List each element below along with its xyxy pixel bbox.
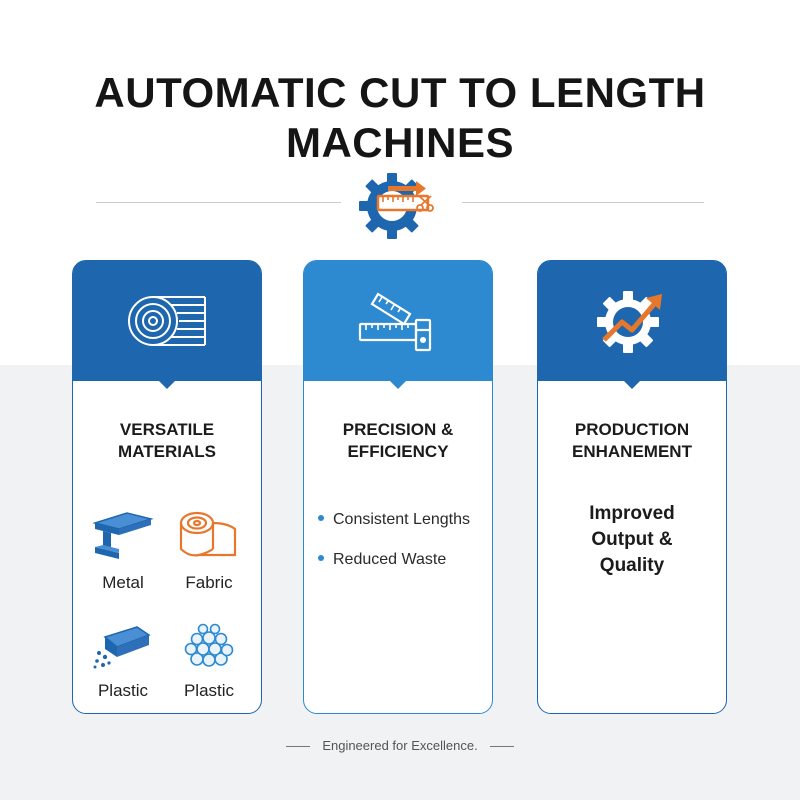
card-precision-efficiency: PRECISION & EFFICIENCY Consistent Length… [303,260,493,714]
footer-text: Engineered for Excellence. [322,738,478,753]
card-header [304,261,492,389]
bullet-dot-icon [318,554,324,561]
list-item: Reduced Waste [318,549,488,589]
material-label: Fabric [185,573,233,592]
gear-growth-icon [597,291,662,353]
card-production-enhancement: PRODUCTION ENHANEMENT Improved Output & … [537,260,727,714]
material-fabric: Fabric [169,509,249,593]
metal-beam-icon [92,512,154,559]
bullet-text: Reduced Waste [333,551,447,568]
fabric-roll-icon [179,511,237,557]
title-line-1: AUTOMATIC CUT TO LENGTH [94,69,706,116]
material-label: Metal [102,573,144,592]
highlight-line-3: Quality [599,555,665,576]
bullet-dot-icon [318,514,324,521]
title-line-2: MACHINES [285,119,514,166]
ruler-caliper-icon [358,292,432,352]
card-title-line-1: PRECISION & [342,420,454,439]
plastic-pellets-icon [184,623,234,667]
highlight-line-2: Output & [591,529,673,550]
footer-dash-right [489,746,514,748]
card-title-line-1: VERSATILE [119,420,215,439]
card-header [538,261,726,389]
card-title-line-1: PRODUCTION [574,420,690,439]
card-title: PRECISION & EFFICIENCY [304,419,492,463]
card-versatile-materials: VERSATILE MATERIALS Metal Fabric [72,260,262,714]
material-plastic-pellets: Plastic [169,623,249,701]
material-plastic-bag: Plastic [83,623,163,701]
divider-left [96,202,341,203]
bullet-list: Consistent Lengths Reduced Waste [318,509,488,589]
gear-ruler-cut-icon [359,173,434,239]
plastic-bag-icon [93,626,151,669]
material-label: Plastic [97,681,149,700]
footer: Engineered for Excellence. [0,738,800,753]
card-title-line-2: EFFICIENCY [347,442,449,461]
card-header [73,261,261,389]
highlight-line-1: Improved [589,503,675,524]
card-title-line-2: ENHANEMENT [572,442,692,461]
material-label: Plastic [183,681,235,700]
material-roll-icon [128,296,206,346]
card-title: VERSATILE MATERIALS [73,419,261,463]
card-highlight-text: Improved Output & Quality [538,501,726,579]
divider-right [462,202,704,203]
footer-dash-left [286,746,311,748]
material-metal: Metal [83,509,163,593]
bullet-text: Consistent Lengths [333,511,470,528]
page-title: AUTOMATIC CUT TO LENGTH MACHINES [0,68,800,168]
card-title-line-2: MATERIALS [118,442,216,461]
card-title: PRODUCTION ENHANEMENT [538,419,726,463]
list-item: Consistent Lengths [318,509,488,549]
